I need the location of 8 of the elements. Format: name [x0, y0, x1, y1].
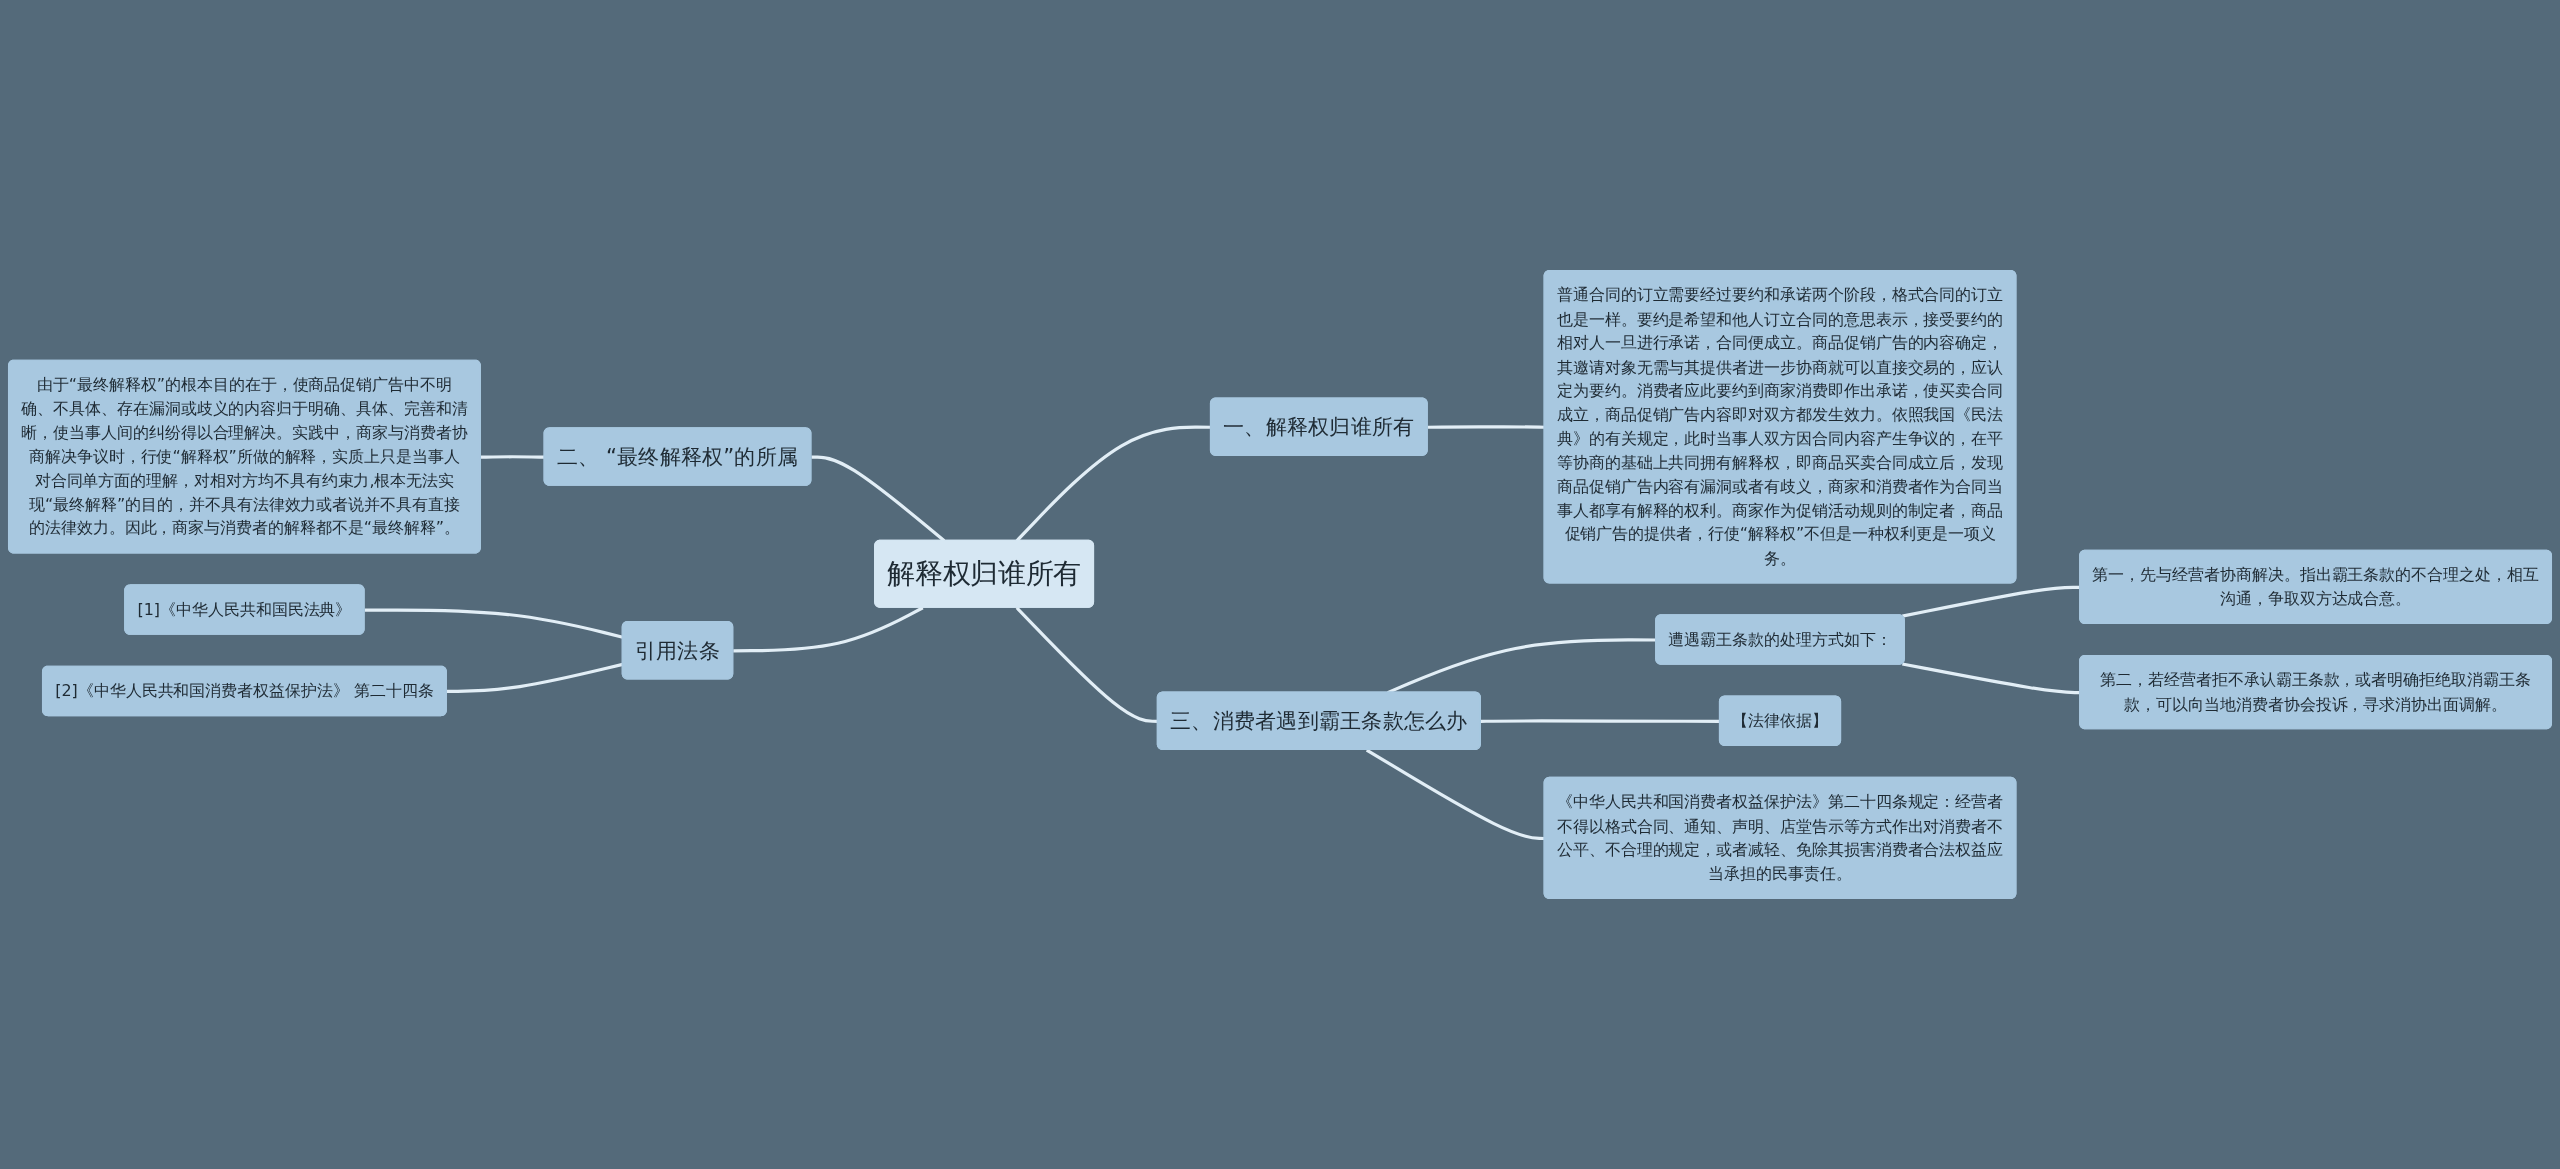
connector	[480, 455, 545, 459]
connector	[1365, 748, 1545, 841]
connector	[733, 606, 924, 653]
connector	[1480, 719, 1720, 723]
connector	[811, 455, 946, 542]
connector	[1015, 606, 1158, 723]
connector	[1427, 425, 1545, 429]
connector	[1015, 425, 1211, 542]
